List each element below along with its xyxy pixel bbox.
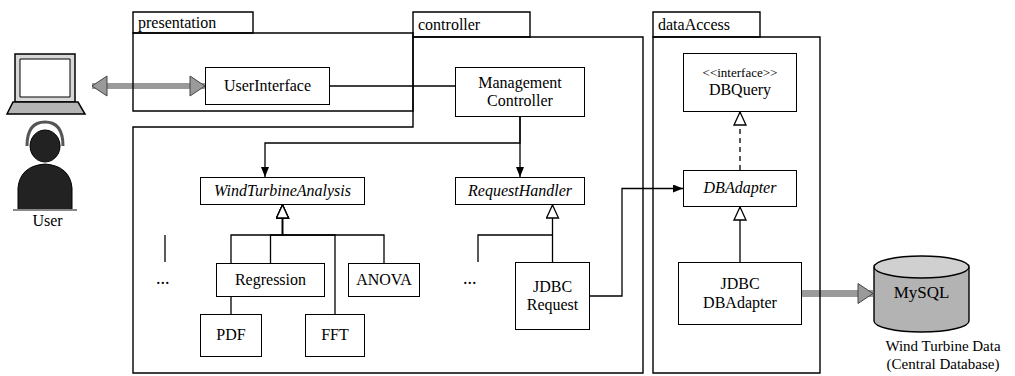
ellipsis-label: ... — [463, 268, 477, 289]
database-caption: Wind Turbine Data (Central Database) — [875, 337, 1011, 373]
package-outline — [133, 33, 413, 111]
class-name: DBAdapter — [704, 179, 777, 197]
person-head — [30, 130, 60, 162]
class-box: Regression — [216, 263, 325, 297]
class-name: Regression — [235, 271, 306, 289]
database-label: MySQL — [873, 283, 970, 303]
package: presentationUserInterface — [133, 12, 413, 111]
package-tab: presentation — [133, 12, 253, 33]
ellipsis-label: ... — [156, 268, 170, 289]
package-name: controller — [418, 16, 480, 34]
class-name: <<interface>> — [703, 66, 778, 81]
package-outline — [413, 12, 530, 37]
package-name: presentation — [138, 14, 216, 32]
person-body — [18, 164, 72, 210]
connector — [802, 290, 873, 297]
package-outline — [133, 12, 253, 33]
class-name: PDF — [216, 326, 245, 344]
package-outline — [653, 37, 820, 373]
connector — [283, 205, 385, 263]
actor-name: User — [5, 212, 90, 230]
class-name: ANOVA — [356, 271, 412, 289]
user-figure: User — [5, 50, 90, 230]
class-box: JDBC Request — [515, 262, 590, 330]
connector — [330, 85, 455, 86]
database-name: MySQL — [873, 283, 970, 303]
ellipsis-label: ... — [463, 268, 477, 289]
laptop-screen — [15, 54, 75, 102]
connector — [590, 189, 683, 297]
class-box: Management Controller — [455, 67, 585, 117]
class-box: WindTurbineAnalysis — [200, 177, 365, 205]
package: dataAccess <<interface>>DBQueryDBAdapterJ… — [653, 12, 820, 373]
database-caption: Wind Turbine Data (Central Database) — [875, 337, 1011, 373]
class-name: RequestHandler — [468, 182, 572, 200]
user-illustration — [5, 50, 90, 230]
class-box: UserInterface — [205, 67, 330, 105]
class-name: DBQuery — [709, 81, 771, 99]
connector — [231, 205, 283, 314]
class-name: JDBC DBAdapter — [679, 275, 801, 312]
package-tab: dataAccess — [653, 12, 760, 37]
class-box: RequestHandler — [455, 177, 585, 205]
class-name: WindTurbineAnalysis — [214, 182, 351, 200]
class-box: JDBC DBAdapter — [678, 262, 802, 325]
class-box: FFT — [305, 314, 365, 357]
ellipsis-label: ... — [156, 268, 170, 289]
inheritance-branch — [478, 235, 552, 262]
connector — [739, 112, 740, 170]
package-outline — [133, 37, 643, 373]
person-headset — [27, 122, 63, 146]
connector — [283, 205, 336, 314]
user-label: User — [5, 212, 90, 230]
person-ground — [13, 209, 77, 211]
class-name: JDBC Request — [516, 278, 589, 315]
connector — [92, 83, 205, 89]
class-box: ANOVA — [348, 263, 420, 297]
package: controllerManagement ControllerWindTurbi… — [133, 12, 643, 373]
package-outline — [653, 12, 760, 37]
inheritance-branch — [164, 235, 165, 262]
class-box: PDF — [200, 314, 262, 357]
class-name: UserInterface — [224, 77, 311, 95]
connector — [265, 117, 520, 177]
connector — [519, 117, 520, 177]
package-tab: controller — [413, 12, 530, 37]
database-cylinder: MySQL Wind Turbine Data (Central Database… — [873, 255, 1015, 373]
laptop-base — [7, 102, 85, 114]
package-name: dataAccess — [658, 16, 730, 34]
class-box: DBAdapter — [683, 170, 797, 207]
connector — [739, 207, 740, 262]
connector — [552, 205, 553, 262]
class-name: FFT — [321, 326, 349, 344]
laptop-display — [20, 59, 70, 97]
cylinder-top — [874, 256, 969, 278]
connector — [271, 205, 283, 263]
class-box: <<interface>>DBQuery — [683, 53, 797, 112]
class-name: Management Controller — [456, 74, 584, 111]
